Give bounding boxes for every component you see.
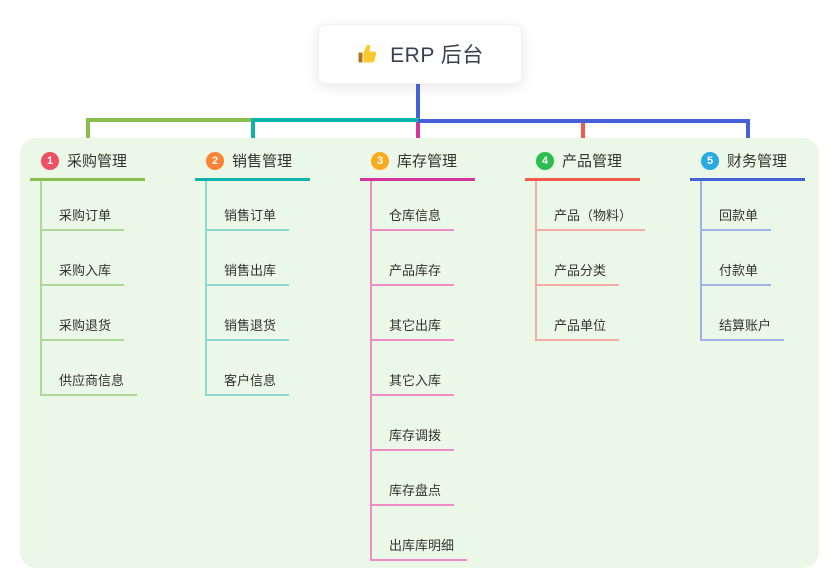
child-row: 销售订单 bbox=[207, 181, 357, 231]
connector-bus-sales bbox=[251, 118, 420, 122]
connector-bus-purchase bbox=[86, 118, 253, 122]
branch-title: 销售管理 bbox=[232, 153, 293, 170]
branch-children: 产品（物料） 产品分类产品单位 bbox=[535, 181, 687, 341]
child-node[interactable]: 客户信息 bbox=[207, 373, 290, 396]
branch-column: 5 财务管理 回款单付款单结算账户 bbox=[690, 150, 839, 341]
child-row: 采购订单 bbox=[42, 181, 192, 231]
child-row: 库存盘点 bbox=[372, 451, 522, 506]
child-row: 产品（物料） bbox=[537, 181, 687, 231]
child-node[interactable]: 采购退货 bbox=[42, 318, 125, 341]
child-node[interactable]: 其它入库 bbox=[372, 373, 455, 396]
child-node[interactable]: 回款单 bbox=[702, 208, 772, 231]
root-title: ERP 后台 bbox=[390, 44, 484, 67]
connector-drop-sales bbox=[251, 118, 255, 143]
connector-drop-product bbox=[581, 119, 585, 143]
branches-panel bbox=[20, 138, 819, 568]
child-row: 供应商信息 bbox=[42, 341, 192, 396]
child-node[interactable]: 销售订单 bbox=[207, 208, 290, 231]
child-row: 仓库信息 bbox=[372, 181, 522, 231]
child-node[interactable]: 销售出库 bbox=[207, 263, 290, 286]
child-node[interactable]: 产品单位 bbox=[537, 318, 620, 341]
branch-header[interactable]: 3 库存管理 bbox=[360, 150, 475, 181]
branch-column: 2 销售管理 销售订单销售出库销售退货客户信息 bbox=[195, 150, 355, 396]
branch-column: 3 库存管理 仓库信息产品库存其它出库其它入库库存调拨库存盘点出库库明细 bbox=[360, 150, 520, 561]
root-node[interactable]: ERP 后台 bbox=[318, 24, 522, 84]
branch-number-badge: 5 bbox=[701, 151, 719, 170]
connector-drop-finance bbox=[746, 119, 750, 143]
connector-drop-inventory bbox=[416, 121, 420, 143]
child-node[interactable]: 结算账户 bbox=[702, 318, 785, 341]
child-node[interactable]: 出库库明细 bbox=[372, 538, 468, 561]
branch-children: 仓库信息产品库存其它出库其它入库库存调拨库存盘点出库库明细 bbox=[370, 181, 522, 561]
child-row: 库存调拨 bbox=[372, 396, 522, 451]
child-row: 产品分类 bbox=[537, 231, 687, 286]
child-row: 其它出库 bbox=[372, 286, 522, 341]
branch-column: 1 采购管理 采购订单采购入库采购退货供应商信息 bbox=[30, 150, 190, 396]
child-row: 采购入库 bbox=[42, 231, 192, 286]
child-row: 销售出库 bbox=[207, 231, 357, 286]
connector-bus-finance bbox=[418, 119, 750, 123]
branch-number-badge: 4 bbox=[536, 151, 554, 170]
branch-header[interactable]: 4 产品管理 bbox=[525, 150, 640, 181]
branch-children: 采购订单采购入库采购退货供应商信息 bbox=[40, 181, 192, 396]
branch-children: 销售订单销售出库销售退货客户信息 bbox=[205, 181, 357, 396]
branch-column: 4 产品管理 产品（物料） 产品分类产品单位 bbox=[525, 150, 685, 341]
branch-number-badge: 3 bbox=[371, 151, 389, 170]
child-node[interactable]: 库存盘点 bbox=[372, 483, 455, 506]
branch-title: 库存管理 bbox=[397, 153, 458, 170]
thumbs-up-icon bbox=[356, 42, 380, 66]
child-row: 客户信息 bbox=[207, 341, 357, 396]
branch-number-badge: 2 bbox=[206, 151, 224, 170]
branch-header[interactable]: 1 采购管理 bbox=[30, 150, 145, 181]
child-node[interactable]: 产品库存 bbox=[372, 263, 455, 286]
child-row: 产品单位 bbox=[537, 286, 687, 341]
child-row: 销售退货 bbox=[207, 286, 357, 341]
child-node[interactable]: 销售退货 bbox=[207, 318, 290, 341]
child-node[interactable]: 采购订单 bbox=[42, 208, 125, 231]
child-row: 付款单 bbox=[702, 231, 839, 286]
connector-drop-purchase bbox=[86, 118, 90, 143]
branch-header[interactable]: 2 销售管理 bbox=[195, 150, 310, 181]
child-node[interactable]: 仓库信息 bbox=[372, 208, 455, 231]
branch-title: 产品管理 bbox=[562, 153, 623, 170]
child-row: 采购退货 bbox=[42, 286, 192, 341]
child-row: 其它入库 bbox=[372, 341, 522, 396]
branch-title: 财务管理 bbox=[727, 153, 788, 170]
child-row: 回款单 bbox=[702, 181, 839, 231]
child-node[interactable]: 采购入库 bbox=[42, 263, 125, 286]
child-node[interactable]: 供应商信息 bbox=[42, 373, 138, 396]
branch-number-badge: 1 bbox=[41, 151, 59, 170]
child-node[interactable]: 产品分类 bbox=[537, 263, 620, 286]
branch-title: 采购管理 bbox=[67, 153, 128, 170]
connector-root-vertical bbox=[416, 84, 420, 122]
child-node[interactable]: 产品（物料） bbox=[537, 208, 646, 231]
child-node[interactable]: 库存调拨 bbox=[372, 428, 455, 451]
child-row: 出库库明细 bbox=[372, 506, 522, 561]
child-row: 产品库存 bbox=[372, 231, 522, 286]
child-node[interactable]: 付款单 bbox=[702, 263, 772, 286]
child-node[interactable]: 其它出库 bbox=[372, 318, 455, 341]
branch-header[interactable]: 5 财务管理 bbox=[690, 150, 805, 181]
child-row: 结算账户 bbox=[702, 286, 839, 341]
branch-children: 回款单付款单结算账户 bbox=[700, 181, 839, 341]
